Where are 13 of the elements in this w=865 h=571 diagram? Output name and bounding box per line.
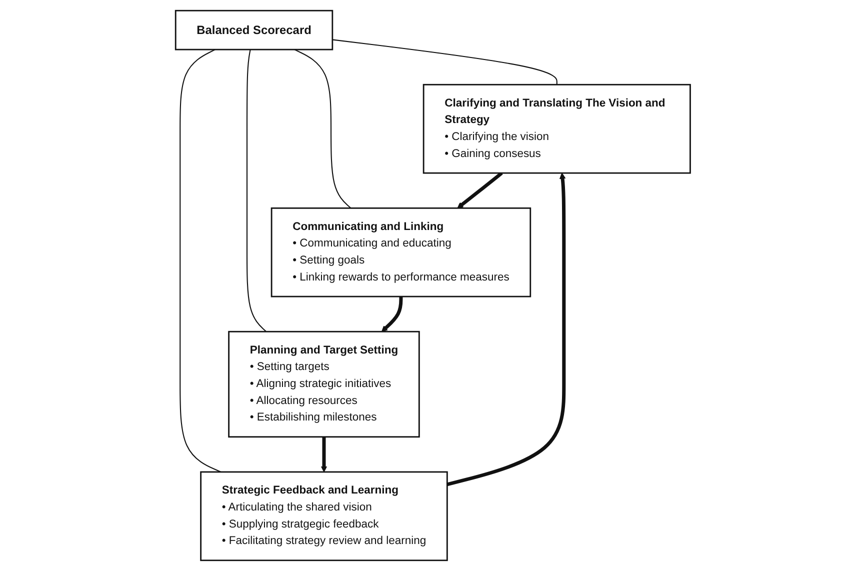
node-box: Strategic Feedback and Learning • Articulating the shared vision • Supplying stratgegic feedback • Facilitating strategy review and learning <box>200 471 448 562</box>
node-box: Clarifying and Translating The Vision and Strategy • Clarifying the vision • Gaining consesus <box>422 84 690 174</box>
node-box: Planning and Target Setting • Setting targets • Aligning strategic initiatives • Allocating resources • Estabilishing milestones <box>228 330 420 438</box>
connector <box>179 49 221 472</box>
arrow <box>446 172 566 486</box>
connector <box>332 39 557 85</box>
node-box: Balanced Scorecard <box>174 10 333 50</box>
arrow <box>320 436 327 472</box>
node-box: Communicating and Linking • Communicating and educating • Setting goals • Linking rewards to performance measures <box>270 207 531 298</box>
connector <box>294 49 351 209</box>
arrow <box>456 172 502 208</box>
connector <box>246 49 266 332</box>
arrow <box>381 296 402 332</box>
